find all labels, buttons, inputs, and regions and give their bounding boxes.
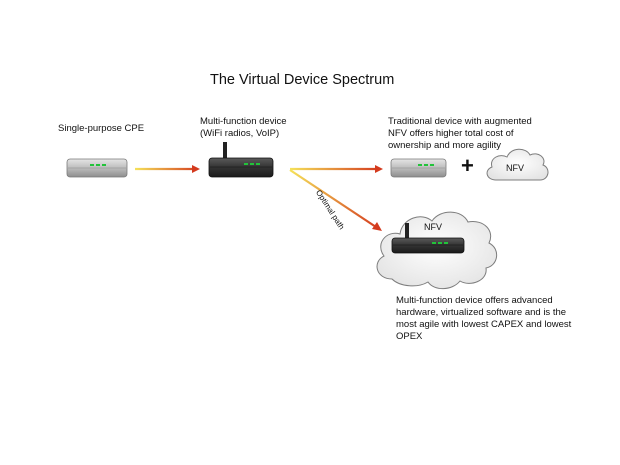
multifunction-label-line1: Multi-function device: [200, 116, 287, 127]
multifunction-label-line2: (WiFi radios, VoIP): [200, 128, 280, 139]
optimal-device: [391, 223, 465, 254]
traditional-label-line1: Traditional device with augmented: [388, 116, 532, 127]
traditional-label: Traditional device with augmented NFV of…: [388, 116, 532, 152]
optimal-description-line2: hardware, virtualized software and is th…: [396, 307, 567, 318]
optimal-description-line4: OPEX: [396, 331, 423, 342]
arrow-to-traditional: [290, 165, 383, 173]
nfv-cloud-small: [486, 148, 549, 181]
arrow-to-multifunction: [135, 165, 200, 173]
diagram-title: The Virtual Device Spectrum: [210, 72, 395, 88]
arrow-optimal-path: [289, 169, 382, 231]
optimal-description: Multi-function device offers advanced ha…: [396, 295, 571, 343]
nfv-cloud-small-label: NFV: [506, 163, 524, 173]
multifunction-device: [208, 142, 274, 178]
optimal-description-line1: Multi-function device offers advanced: [396, 295, 553, 306]
traditional-label-line2: NFV offers higher total cost of: [388, 128, 514, 139]
traditional-device: [390, 158, 447, 178]
traditional-label-line3: ownership and more agility: [388, 140, 502, 151]
single-purpose-device: [66, 158, 128, 178]
single-purpose-label: Single-purpose CPE: [58, 123, 145, 134]
nfv-cloud-large-label: NFV: [424, 222, 442, 232]
plus-sign: +: [461, 153, 474, 178]
multifunction-label: Multi-function device (WiFi radios, VoIP…: [200, 116, 287, 140]
optimal-description-line3: most agile with lowest CAPEX and lowest: [396, 319, 572, 330]
